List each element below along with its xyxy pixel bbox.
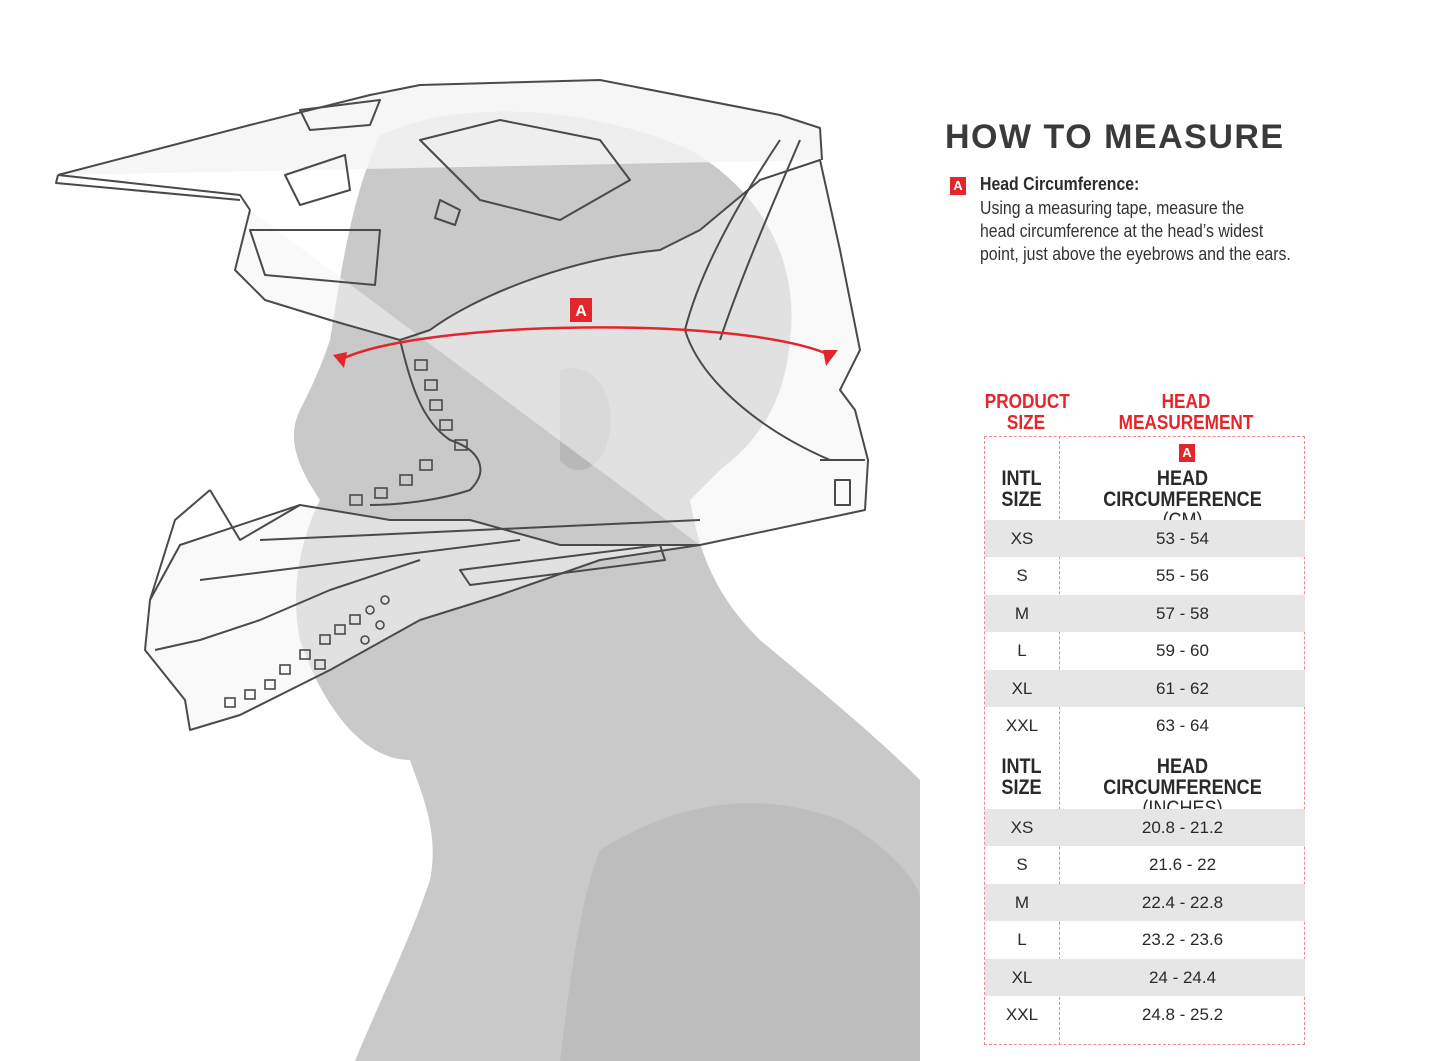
size-cell: M: [1014, 603, 1030, 623]
instruction-line: head circumference at the head’s widest: [980, 221, 1264, 241]
table-row: S 21.6 - 22: [985, 846, 1305, 883]
size-cell: XL: [1011, 967, 1033, 987]
instruction-badge: A: [950, 177, 966, 195]
helmet-illustration: A: [55, 79, 920, 1061]
value-cell: 59 - 60: [1156, 641, 1209, 661]
value-cell: 55 - 56: [1156, 566, 1209, 586]
value-cell: 21.6 - 22: [1148, 855, 1217, 875]
value-cell: 57 - 58: [1156, 603, 1209, 623]
table-row: XXL 63 - 64: [985, 707, 1305, 744]
table-badge: A: [1179, 444, 1195, 462]
value-cell: 53 - 54: [1156, 529, 1209, 548]
value-cell: 61 - 62: [1156, 678, 1209, 698]
table-row: L 59 - 60: [985, 632, 1305, 669]
table-divider: [1059, 436, 1060, 1045]
size-cell: L: [1017, 641, 1027, 661]
column-header-product-size: PRODUCT SIZE: [984, 391, 1070, 434]
size-cell: XL: [1011, 678, 1033, 698]
instruction-heading: Head Circumference:: [980, 174, 1140, 194]
table-row: XS 53 - 54: [985, 520, 1305, 558]
instruction-line: point, just above the eyebrows and the e…: [980, 244, 1291, 264]
size-cell: L: [1017, 930, 1027, 950]
size-cell: S: [1016, 855, 1028, 875]
instruction-line: Using a measuring tape, measure the: [980, 198, 1245, 218]
table-row: L 23.2 - 23.6: [985, 921, 1305, 958]
table-row: XS 20.8 - 21.2: [985, 809, 1305, 847]
helmet-outline: [55, 79, 869, 731]
measure-point-label: A: [575, 303, 587, 320]
size-cell: S: [1016, 566, 1028, 586]
table-row: M 22.4 - 22.8: [985, 883, 1305, 922]
measuring-arc: A: [333, 298, 838, 368]
size-cell: XXL: [1005, 1004, 1039, 1024]
value-cell: 22.4 - 22.8: [1141, 892, 1224, 912]
value-cell: 24 - 24.4: [1148, 967, 1217, 987]
inch-rows: XS 20.8 - 21.2 S 21.6 - 22 M 22.4 - 22.8 L 2…: [985, 809, 1305, 1033]
value-cell: 20.8 - 21.2: [1141, 818, 1224, 837]
value-cell: 23.2 - 23.6: [1141, 930, 1224, 950]
table-row: XL 24 - 24.4: [985, 958, 1305, 996]
table-row: XXL 24.8 - 25.2: [985, 996, 1305, 1033]
size-cell: XXL: [1005, 715, 1039, 735]
size-cell: XS: [1010, 818, 1034, 837]
intl-size-label: INTL SIZE: [1001, 755, 1042, 799]
table-row: XL 61 - 62: [985, 669, 1305, 707]
table-row: M 57 - 58: [985, 594, 1305, 633]
value-cell: 63 - 64: [1156, 715, 1209, 735]
chin-vents: [224, 359, 468, 708]
size-cell: M: [1014, 892, 1030, 912]
intl-size-label: INTL SIZE: [1001, 467, 1042, 511]
size-table: [984, 436, 1305, 1045]
instruction-text: Using a measuring tape, measure the head…: [980, 197, 1332, 266]
table-row: S 55 - 56: [985, 557, 1305, 594]
column-header-head-measurement: HEAD MEASUREMENT: [1118, 391, 1254, 434]
cm-rows: XS 53 - 54 S 55 - 56 M 57 - 58 L 59 - 60 XL 6…: [985, 520, 1305, 744]
value-cell: 24.8 - 25.2: [1141, 1004, 1224, 1024]
page-title: HOW TO MEASURE: [945, 118, 1285, 156]
measure-point-badge: [570, 298, 592, 322]
size-cell: XS: [1010, 529, 1034, 548]
